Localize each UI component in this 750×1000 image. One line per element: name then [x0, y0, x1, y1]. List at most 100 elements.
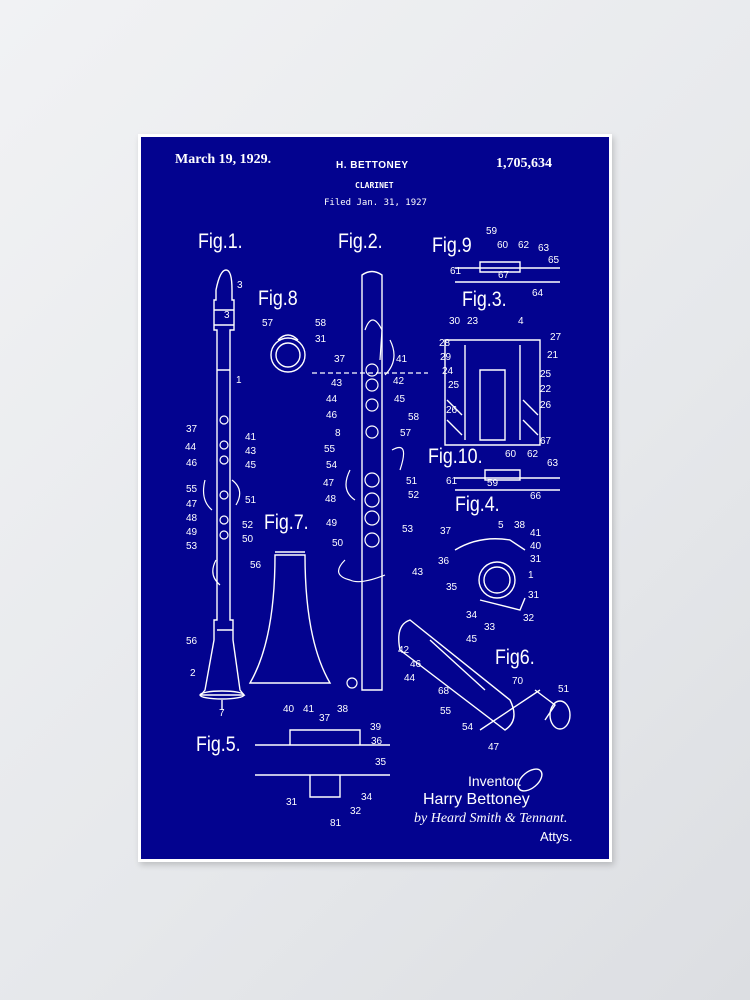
reference-numeral: 22: [540, 384, 552, 395]
reference-numeral: 68: [438, 686, 450, 697]
patent-inventor-header: H. BETTONEY: [336, 160, 409, 171]
reference-numeral: 25: [540, 369, 552, 380]
figure-label: Fig.7.: [264, 511, 309, 534]
reference-numeral: 40: [283, 704, 295, 715]
reference-numeral: 21: [547, 350, 559, 361]
fig1-clarinet-drawing: [199, 269, 246, 710]
reference-numeral: 38: [337, 704, 349, 715]
reference-numeral: 61: [446, 476, 458, 487]
reference-numeral: 44: [326, 394, 338, 405]
reference-numeral: 39: [370, 722, 382, 733]
fig3-section-drawing: [444, 339, 541, 446]
reference-numeral: 26: [540, 400, 552, 411]
reference-numeral: 35: [375, 757, 387, 768]
fig2-clarinet-drawing: [312, 270, 428, 691]
reference-numeral: 52: [242, 520, 254, 531]
reference-numeral: 54: [462, 722, 474, 733]
reference-numeral: 45: [466, 634, 478, 645]
figure-label: Fig6.: [495, 646, 535, 669]
reference-numeral: 46: [410, 659, 422, 670]
reference-numeral: 2: [190, 668, 196, 679]
reference-numeral: 28: [439, 338, 451, 349]
figure-label: Fig.2.: [338, 230, 383, 253]
reference-numeral: 51: [406, 476, 418, 487]
patent-filed-date: Filed Jan. 31, 1927: [324, 198, 427, 208]
reference-numeral: 47: [488, 742, 500, 753]
reference-numeral: 59: [486, 226, 498, 237]
inventor-name: Harry Bettoney: [423, 791, 530, 808]
reference-numeral: 57: [262, 318, 274, 329]
reference-numeral: 3: [224, 310, 230, 321]
reference-numeral: 43: [412, 567, 424, 578]
reference-numeral: 55: [440, 706, 452, 717]
reference-numeral: 45: [394, 394, 406, 405]
figure-label: Fig.4.: [455, 493, 500, 516]
reference-numeral: 53: [186, 541, 198, 552]
reference-numeral: 7: [219, 708, 225, 719]
reference-numeral: 24: [442, 366, 454, 377]
figure-label: Fig.1.: [198, 230, 243, 253]
reference-numeral: 46: [326, 410, 338, 421]
reference-numeral: 47: [323, 478, 335, 489]
reference-numeral: 4: [518, 316, 524, 327]
reference-numeral: 3: [237, 280, 243, 291]
reference-numeral: 34: [466, 610, 478, 621]
reference-numeral: 58: [315, 318, 327, 329]
reference-numeral: 58: [408, 412, 420, 423]
fig9-detail-drawing: [455, 261, 560, 283]
figure-label: Fig.3.: [462, 288, 507, 311]
reference-numeral: 66: [530, 491, 542, 502]
fig5-section-drawing: [255, 729, 390, 798]
patent-poster: [138, 134, 612, 862]
reference-numeral: 31: [528, 590, 540, 601]
reference-numeral: 32: [523, 613, 535, 624]
fig4-section-drawing: [454, 538, 526, 611]
reference-numeral: 64: [532, 288, 544, 299]
reference-numeral: 38: [514, 520, 526, 531]
reference-numeral: 42: [393, 376, 405, 387]
patent-date: March 19, 1929.: [175, 152, 272, 167]
reference-numeral: 45: [245, 460, 257, 471]
reference-numeral: 51: [245, 495, 257, 506]
reference-numeral: 36: [438, 556, 450, 567]
reference-numeral: 62: [518, 240, 530, 251]
patent-number: 1,705,634: [496, 156, 552, 171]
reference-numeral: 59: [487, 478, 499, 489]
reference-numeral: 8: [335, 428, 341, 439]
reference-numeral: 41: [530, 528, 542, 539]
reference-numeral: 1: [528, 570, 534, 581]
reference-numeral: 1: [236, 375, 242, 386]
reference-numeral: 55: [186, 484, 198, 495]
blueprint-artwork: [141, 137, 609, 859]
reference-numeral: 31: [315, 334, 327, 345]
reference-numeral: 54: [326, 460, 338, 471]
reference-numeral: 25: [448, 380, 460, 391]
reference-numeral: 49: [326, 518, 338, 529]
figure-label: Fig.8: [258, 287, 298, 310]
reference-numeral: 48: [186, 513, 198, 524]
reference-numeral: 56: [186, 636, 198, 647]
reference-numeral: 34: [361, 792, 373, 803]
reference-numeral: 32: [350, 806, 362, 817]
reference-numeral: 48: [325, 494, 337, 505]
reference-numeral: 65: [548, 255, 560, 266]
reference-numeral: 41: [396, 354, 408, 365]
reference-numeral: 46: [186, 458, 198, 469]
attorneys-label: Attys.: [540, 829, 573, 844]
reference-numeral: 61: [450, 266, 462, 277]
reference-numeral: 41: [245, 432, 257, 443]
reference-numeral: 27: [550, 332, 562, 343]
reference-numeral: 50: [332, 538, 344, 549]
reference-numeral: 23: [467, 316, 479, 327]
reference-numeral: 36: [371, 736, 383, 747]
reference-numeral: 44: [185, 442, 197, 453]
reference-numeral: 55: [324, 444, 336, 455]
reference-numeral: 37: [440, 526, 452, 537]
reference-numeral: 26: [446, 405, 458, 416]
patent-title: CLARINET: [355, 181, 394, 190]
reference-numeral: 67: [540, 436, 552, 447]
reference-numeral: 49: [186, 527, 198, 538]
reference-numeral: 60: [505, 449, 517, 460]
reference-numeral: 41: [303, 704, 315, 715]
fig7-bell-drawing: [248, 551, 332, 684]
